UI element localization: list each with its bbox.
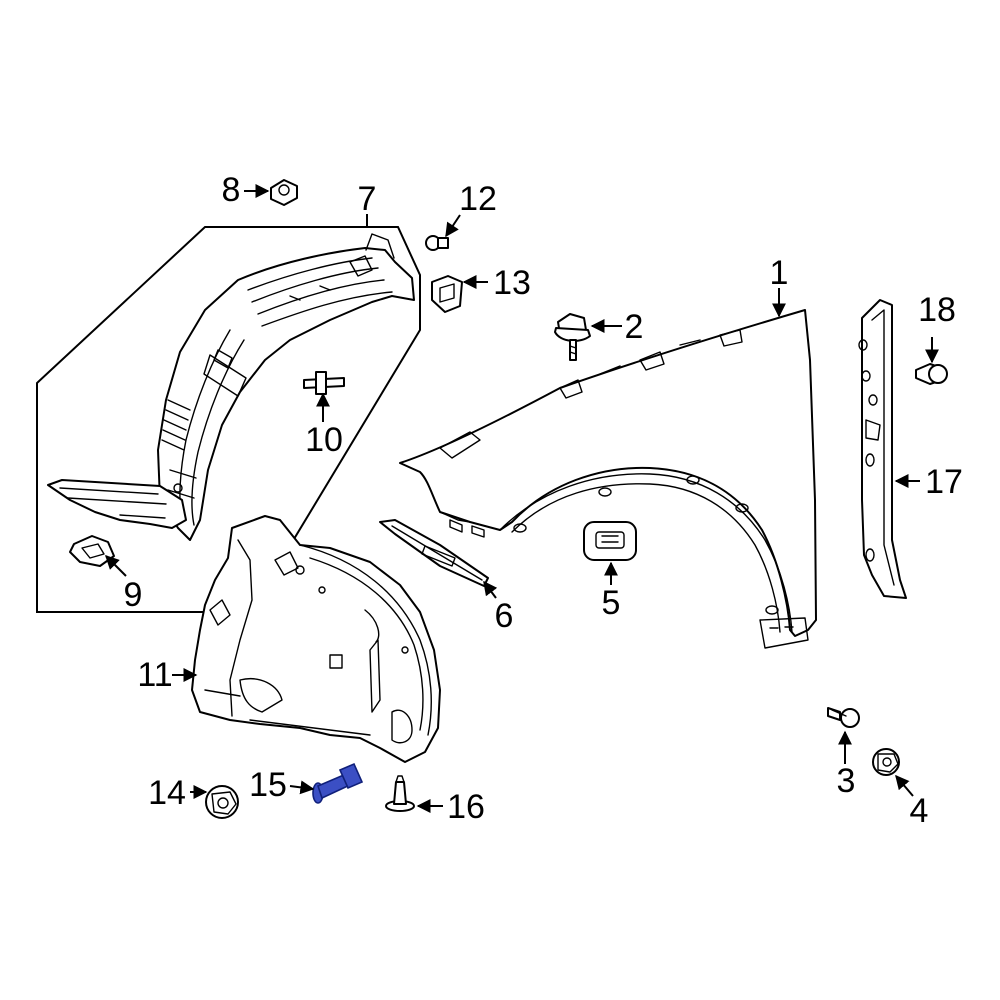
callout-9: 9 xyxy=(124,576,143,614)
part-10-push-pin[interactable] xyxy=(303,371,345,395)
part-14-nut[interactable] xyxy=(205,785,239,819)
callout-15: 15 xyxy=(249,766,287,804)
callout-2: 2 xyxy=(625,308,644,346)
part-13-clip[interactable] xyxy=(431,275,463,313)
part-7-group-box xyxy=(36,226,421,613)
callout-13: 13 xyxy=(493,264,531,302)
part-1-fender[interactable] xyxy=(399,309,817,649)
part-15-fastener-highlighted[interactable] xyxy=(312,762,364,804)
callout-6: 6 xyxy=(495,597,514,635)
part-4-nut[interactable] xyxy=(872,748,900,776)
part-9-clip[interactable] xyxy=(69,535,115,567)
part-18-clip[interactable] xyxy=(915,363,948,385)
part-11-wheel-liner[interactable] xyxy=(191,515,441,763)
part-17-bracket[interactable] xyxy=(858,299,907,599)
callout-3: 3 xyxy=(837,762,856,800)
callout-16: 16 xyxy=(447,788,485,826)
callout-1: 1 xyxy=(770,254,789,292)
callout-4: 4 xyxy=(910,792,929,830)
callout-5: 5 xyxy=(602,584,621,622)
callout-7: 7 xyxy=(358,180,377,218)
part-12-clip[interactable] xyxy=(425,235,449,251)
part-5-grommet[interactable] xyxy=(583,521,637,561)
part-7-wheel-liner[interactable] xyxy=(47,233,415,541)
part-8-nut[interactable] xyxy=(270,179,298,206)
callout-12: 12 xyxy=(459,180,497,218)
callout-numbers: 1 2 3 4 5 6 7 8 9 10 11 12 13 14 15 16 1… xyxy=(124,171,963,830)
callout-10: 10 xyxy=(305,421,343,459)
callout-14: 14 xyxy=(148,774,186,812)
callout-8: 8 xyxy=(222,171,241,209)
part-2-bolt[interactable] xyxy=(554,313,591,361)
part-3-bolt[interactable] xyxy=(827,707,860,728)
callout-17: 17 xyxy=(925,463,963,501)
callout-11: 11 xyxy=(137,656,172,694)
leader-lines xyxy=(105,184,939,813)
part-16-push-pin[interactable] xyxy=(385,775,415,812)
callout-18: 18 xyxy=(918,291,956,329)
